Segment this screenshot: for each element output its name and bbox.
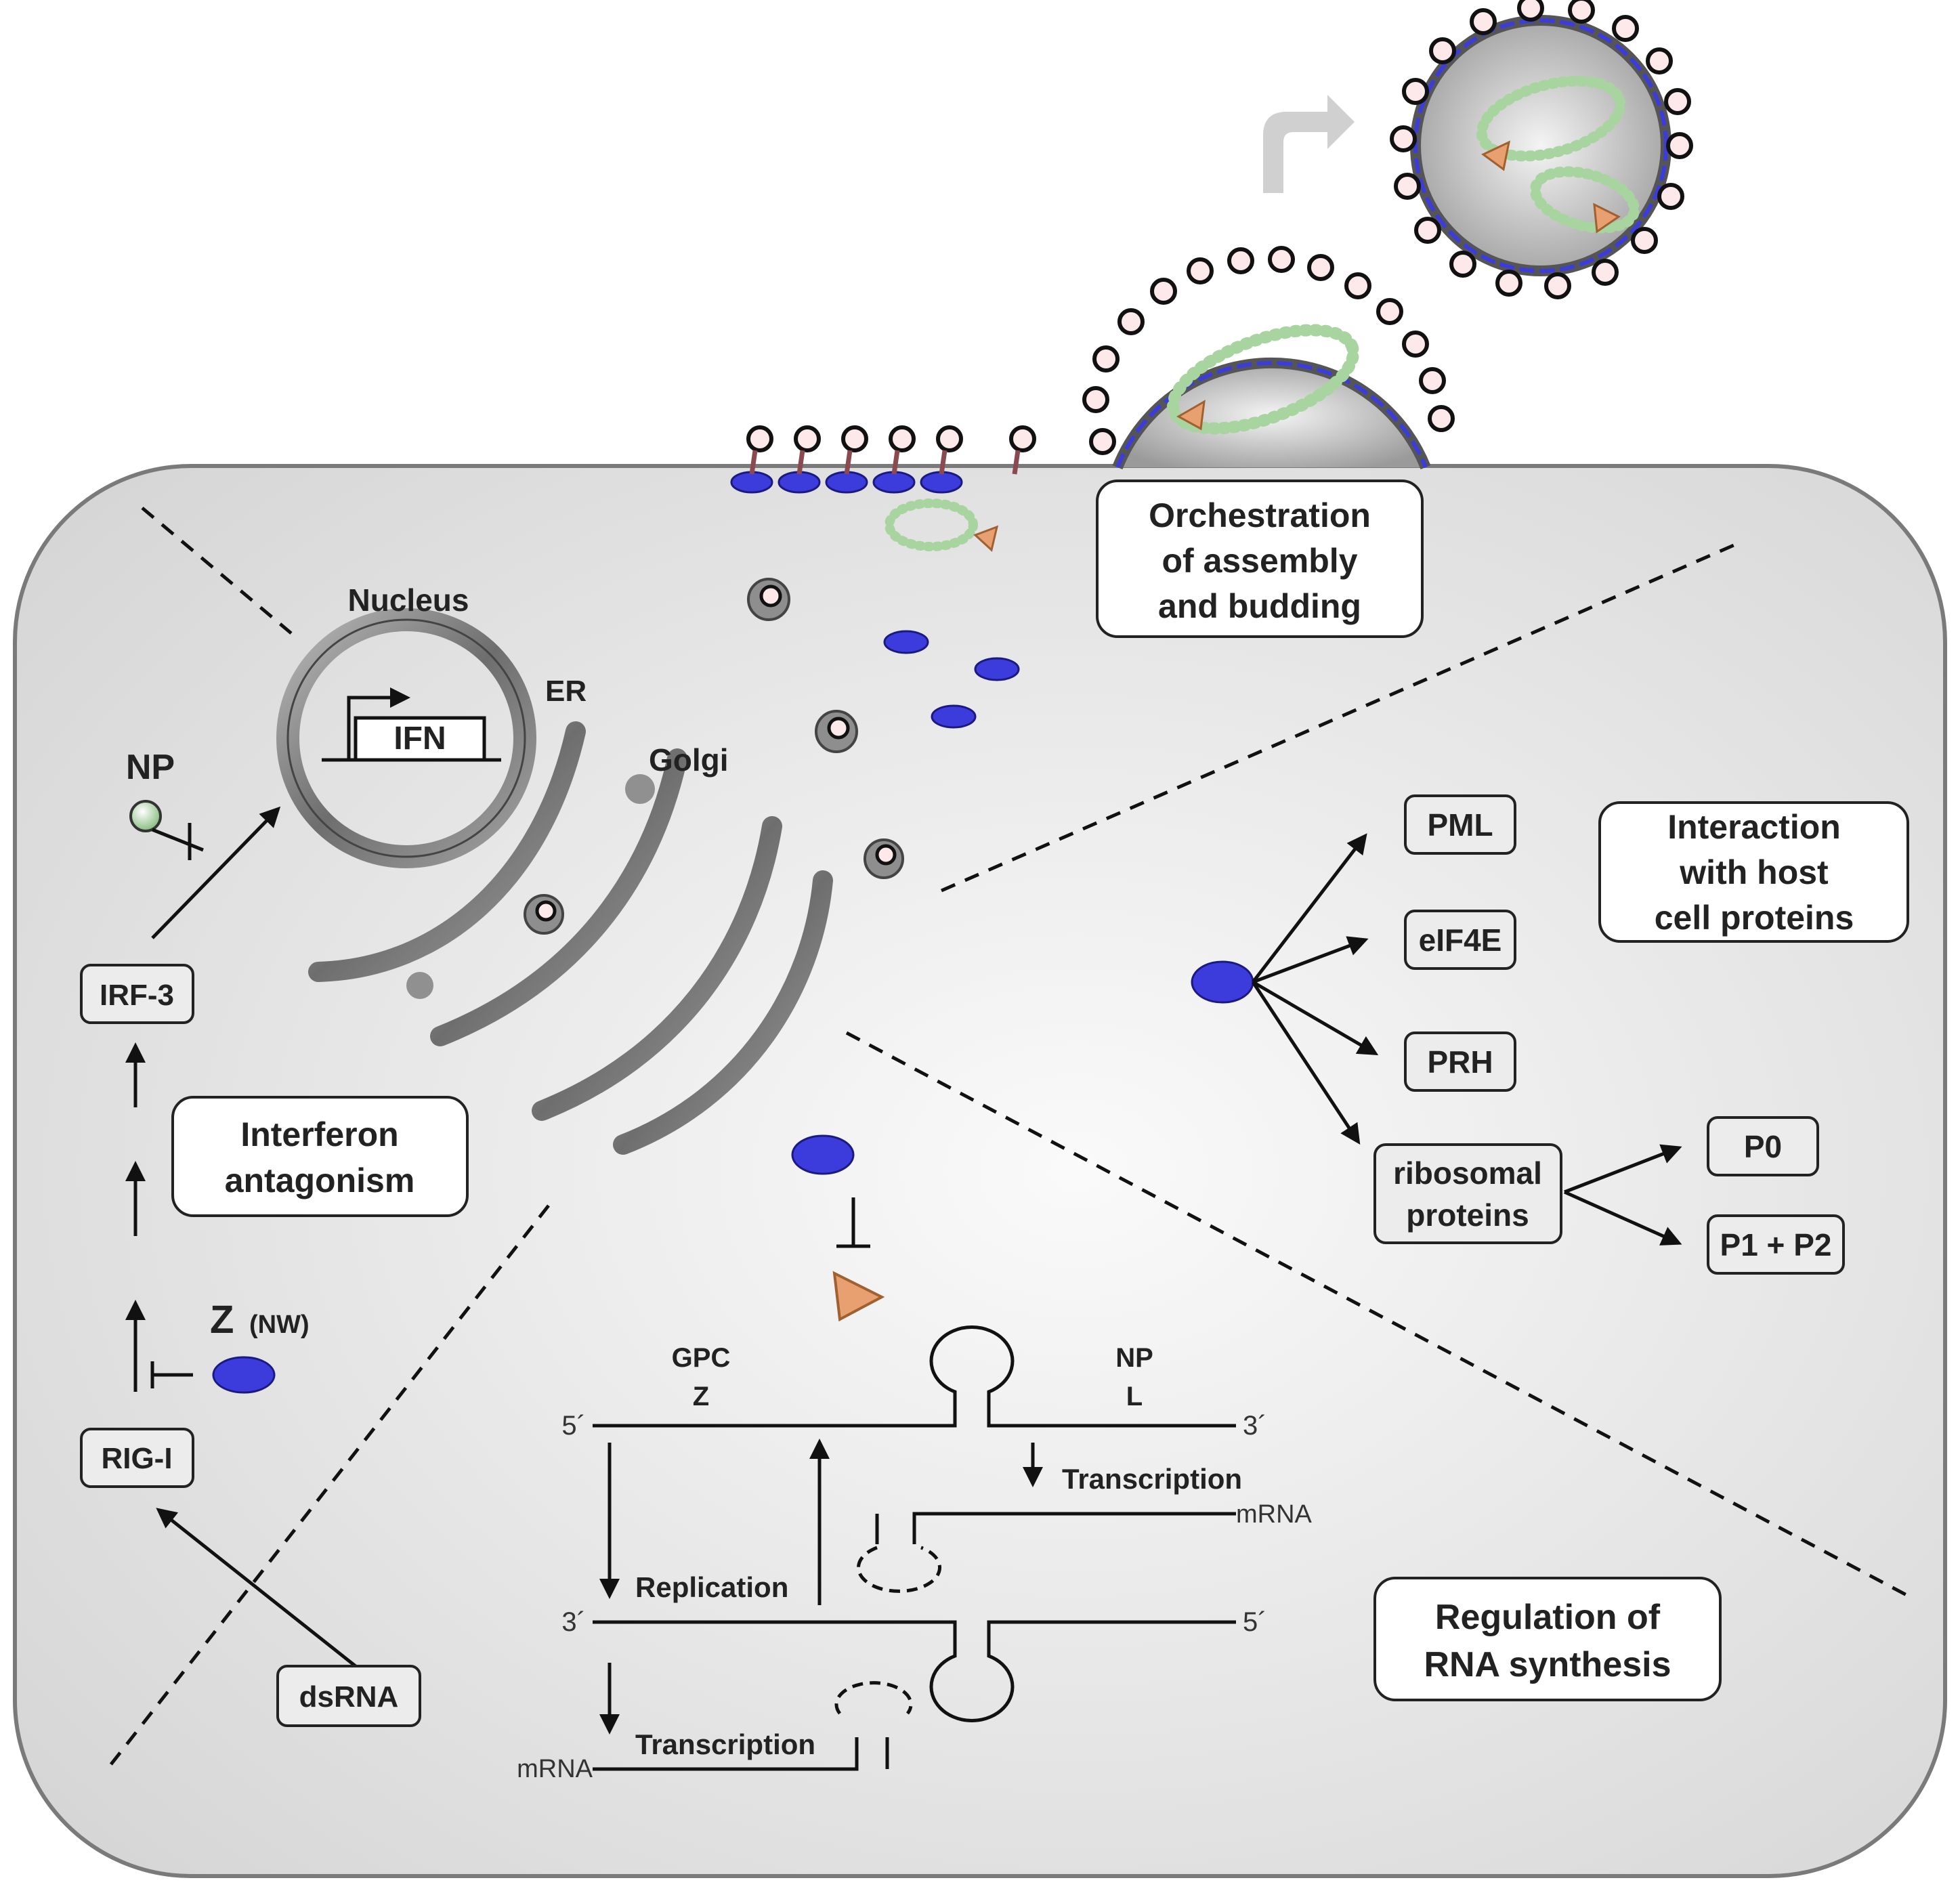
np-gene-label: NP — [1115, 1343, 1153, 1373]
released-virion — [1390, 0, 1693, 299]
release-arrow — [1263, 95, 1355, 193]
ifn-pathway — [80, 800, 421, 1727]
z-nw-label: (NW) — [249, 1311, 310, 1339]
ifn-title-line2: antagonism — [225, 1162, 415, 1199]
golgi-stacks — [308, 721, 833, 1155]
host-title-line2: with host — [1679, 853, 1829, 891]
budding-virion — [1082, 246, 1455, 469]
irf3-label: IRF-3 — [100, 979, 174, 1012]
transport-vesicles — [524, 578, 904, 935]
ribosomal-label-line2: proteins — [1406, 1197, 1529, 1233]
sector-dividers — [107, 507, 1908, 1769]
assembly-title-line2: of assembly — [1162, 542, 1357, 580]
free-z-proteins — [883, 630, 1020, 729]
host-label-box — [1598, 801, 1909, 943]
dsrna-label: dsRNA — [299, 1680, 399, 1714]
pml-label: PML — [1427, 807, 1493, 843]
p1p2-label: P1 + P2 — [1720, 1227, 1832, 1262]
ifn-label-box — [171, 1096, 469, 1217]
assembly-title-line3: and budding — [1158, 587, 1361, 625]
mrna-bottom-label: mRNA — [517, 1755, 593, 1783]
transcription-bottom-label: Transcription — [635, 1728, 815, 1760]
eif4e-label: eIF4E — [1419, 922, 1502, 958]
rna-synthesis — [593, 1134, 1236, 1771]
nucleus-label: Nucleus — [348, 582, 469, 618]
golgi-label: Golgi — [649, 742, 729, 778]
gpc-label: GPC — [672, 1343, 731, 1373]
replication-label: Replication — [635, 1571, 788, 1603]
host-title-line3: cell proteins — [1655, 899, 1854, 937]
ribosomal-label-line1: ribosomal — [1393, 1155, 1542, 1191]
three-prime-top: 3´ — [1243, 1411, 1267, 1441]
host-title-line1: Interaction — [1667, 808, 1841, 846]
p0-label: P0 — [1744, 1129, 1782, 1164]
np-label: NP — [126, 748, 175, 787]
assembly-label-box — [1096, 480, 1424, 638]
rna-label-box — [1373, 1577, 1722, 1701]
rna-title-line1: Regulation of — [1435, 1598, 1661, 1637]
ifn-title-line1: Interferon — [240, 1115, 398, 1153]
prh-label: PRH — [1427, 1044, 1493, 1080]
transcription-top-label: Transcription — [1062, 1463, 1242, 1495]
five-prime-top: 5´ — [561, 1411, 586, 1441]
three-prime-bottom: 3´ — [561, 1607, 586, 1637]
assembly-title-line1: Orchestration — [1149, 496, 1371, 534]
l-gene-label: L — [1126, 1382, 1143, 1411]
five-prime-bottom: 5´ — [1243, 1607, 1267, 1637]
z-gene-label: Z — [693, 1382, 709, 1411]
z-label: Z — [210, 1298, 234, 1342]
membrane-glycoproteins — [730, 425, 1036, 552]
rna-title-line2: RNA synthesis — [1424, 1645, 1671, 1684]
er-label: ER — [545, 675, 587, 708]
nucleus — [276, 608, 536, 868]
mrna-top-label: mRNA — [1236, 1500, 1313, 1529]
ifn-gene-label: IFN — [393, 721, 446, 757]
rigi-label: RIG-I — [101, 1442, 172, 1475]
host-interactions — [1191, 794, 1845, 1275]
